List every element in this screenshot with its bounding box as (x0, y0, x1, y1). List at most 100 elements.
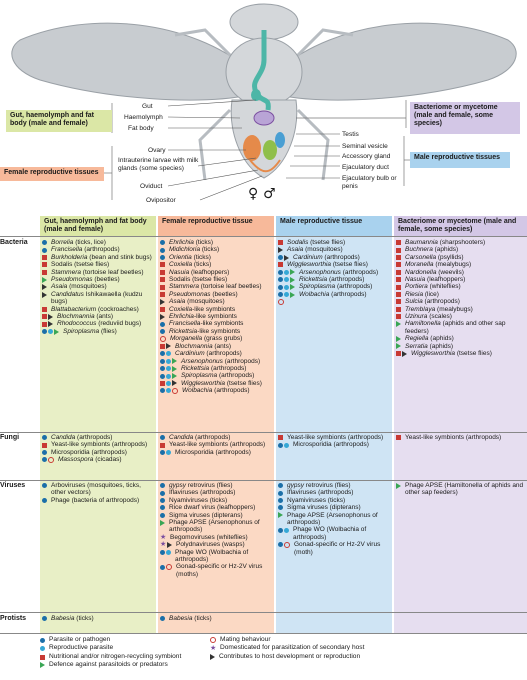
organism-name: Wigglesworthia (411, 350, 456, 358)
reproductive-parasite-icon (284, 527, 289, 533)
organism-text: Rickettsia (arthropods) (299, 276, 390, 283)
organism-text: Sigma viruses (dipterans) (287, 504, 390, 511)
symbol-group (42, 306, 48, 313)
legend-item: Defence against parasitoids or predators (40, 661, 270, 669)
organism-name: Spiroplasma (299, 283, 336, 291)
list-item: Yeast-like symbionts (arthropods) (160, 441, 272, 448)
organism-text: Buchnera (aphids) (405, 246, 524, 253)
legend-label: Contributes to host development or repro… (219, 652, 361, 660)
organism-host: (mosquitoes) (303, 246, 343, 254)
symbol-group (42, 291, 48, 298)
organism-text: Serratia (aphids) (405, 343, 524, 350)
nutritional-symbiont-icon (160, 292, 165, 298)
development-icon (42, 284, 47, 291)
legs (174, 28, 354, 181)
parasite-icon (42, 247, 47, 253)
organism-text: Phage APSE (Arsenophonus of arthropods) (287, 512, 390, 527)
organism-host: Phage WO (Wolbachia of arthropods) (175, 548, 249, 564)
callout-female: Female reproductive tissues (0, 167, 104, 181)
list-item: Phage APSE (Hamiltonella of aphids and o… (396, 482, 524, 497)
symbol-group (160, 306, 166, 313)
organism-text: Ehrlichia (ticks) (169, 239, 272, 246)
organism-name: Stammera (169, 283, 199, 291)
table-cell: Yeast-like symbionts (arthropods)Microsp… (278, 434, 390, 449)
list-item: Microsporidia (arthropods) (160, 449, 272, 456)
parasite-icon (160, 549, 165, 555)
organism-host: retrovirus (flies) (303, 482, 351, 489)
organism-text: Pseudomonas (beetles) (169, 291, 272, 298)
organism-name: Babesia (51, 615, 75, 622)
nutritional-symbiont-icon (160, 343, 165, 349)
symbol-group (160, 239, 166, 246)
nutritional-symbiont-icon (396, 247, 401, 253)
symbol-group (42, 449, 48, 456)
organism-host: (reduviid bugs) (96, 320, 142, 328)
parasite-icon (42, 616, 47, 622)
list-item: Wigglesworthia (tsetse flies) (396, 350, 524, 357)
organism-text: Wigglesworthia (tsetse flies) (287, 261, 390, 268)
defence-icon (40, 662, 45, 669)
list-item: Sodalis (tsetse flies) (278, 239, 390, 246)
parasite-icon (160, 483, 165, 489)
organism-host: (flies) (99, 327, 117, 335)
organism-text: Sodalis (tsetse flies) (51, 261, 154, 268)
organism-text: Spiroplasma (flies) (63, 328, 154, 335)
organism-host: (tsetse flies) (455, 350, 492, 358)
parasite-icon (160, 388, 165, 394)
symbol-group (278, 482, 284, 489)
list-item: Asaia (mosquitoes) (278, 246, 390, 253)
organism-host: Begomoviruses (whiteflies) (170, 533, 248, 541)
organism-host: (ticks) (191, 253, 211, 261)
nutritional-symbiont-icon (40, 654, 45, 660)
list-item: Rickettsia-like symbionts (160, 328, 272, 335)
row-label: Protists (0, 615, 27, 622)
organism-name: Asaia (169, 298, 186, 306)
list-item: Tremblaya (mealybugs) (396, 306, 524, 313)
list-item: Wigglesworthia (tsetse flies) (160, 380, 272, 387)
row-label: Fungi (0, 434, 20, 441)
organism-host: (arthropods) (329, 290, 367, 298)
symbol-group (160, 343, 172, 350)
organism-name: gypsy (287, 482, 304, 489)
organism-host: (lice) (423, 290, 439, 298)
column-male-bg (276, 236, 392, 634)
organism-name: Sulcia (405, 298, 423, 306)
parasite-icon (42, 498, 47, 503)
list-item: Sodalis (tsetse flies) (160, 276, 272, 283)
organism-name: Nasuia (405, 276, 426, 284)
parasite-icon (278, 498, 283, 503)
organism-name: Baumannia (405, 239, 438, 246)
column-gut-bg (40, 236, 156, 634)
organism-text: Yeast-like symbionts (arthropods) (51, 441, 154, 448)
legend-item: Parasite or pathogen (40, 636, 270, 644)
reproductive-parasite-icon (48, 329, 53, 335)
organism-name: Babesia (169, 615, 193, 622)
organism-text: Regiella (aphids) (405, 335, 524, 342)
list-item: Buchnera (aphids) (396, 246, 524, 253)
symbol-group (160, 261, 166, 268)
defence-icon (160, 519, 165, 526)
list-item: Sigma viruses (dipterans) (278, 504, 390, 511)
organism-text: Coxiella (ticks) (169, 261, 272, 268)
organism-text: Uzinura (scales) (405, 313, 524, 320)
list-item: Burkholderia (bean and stink bugs) (42, 254, 154, 261)
organism-name: Moranella (405, 261, 434, 269)
anatomy-label-haemolymph: Haemolymph (124, 114, 163, 121)
reproductive-parasite-icon (166, 366, 171, 372)
organism-host: (arthropods) (322, 253, 360, 261)
list-item: Gonad-specific or Hz-2V virus (moth) (278, 541, 390, 556)
organism-text: Arsenophonus (arthropods) (299, 269, 390, 276)
organism-name: Buchnera (405, 246, 433, 254)
reproductive-parasite-icon (166, 450, 171, 455)
organism-text: Phage (bacteria of arthropods) (51, 497, 154, 504)
organism-text: Yeast-like symbionts (arthropods) (405, 434, 524, 441)
organism-text: Cardinium (arthropods) (293, 254, 390, 261)
development-icon (48, 321, 53, 328)
organism-host: Nyamiviruses (ticks) (287, 496, 346, 504)
defence-icon (290, 276, 295, 283)
symbol-group (396, 350, 408, 357)
symbol-group (160, 313, 166, 320)
parasite-icon (278, 277, 283, 283)
organism-name: Nardonella (405, 268, 437, 276)
